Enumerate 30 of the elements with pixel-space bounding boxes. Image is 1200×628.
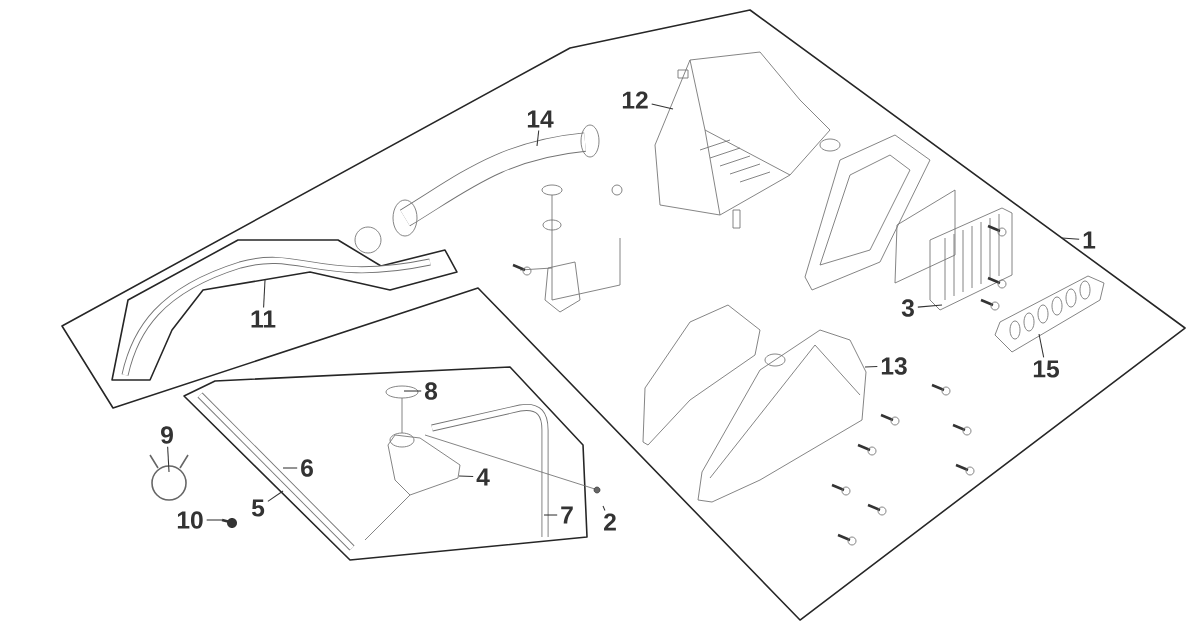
leader-line [917,304,943,308]
callout-number: 1 [1083,231,1096,249]
leader-line [651,103,674,110]
leader-line [282,467,298,469]
leader-line [403,390,422,392]
leader-line [536,129,540,147]
leader-line [1061,237,1080,240]
callout-number: 6 [301,459,313,477]
leader-line [263,279,266,309]
leader-line [206,519,223,521]
callout-number: 5 [251,499,265,517]
callout-number: 15 [1033,360,1059,378]
callout-number: 12 [622,91,648,109]
callout-number: 7 [561,506,573,524]
callout-number: 8 [424,382,438,400]
callout-number: 3 [901,299,914,317]
callout-number: 11 [251,310,276,328]
callout-number: 4 [476,468,490,486]
callout-number: 2 [604,513,616,531]
leader-line [602,505,606,511]
callout-number: 14 [527,110,554,128]
callout-number: 9 [161,426,173,444]
leader-line [543,514,558,516]
leader-line [1038,333,1045,358]
leader-line [458,475,474,478]
leader-line [167,446,170,473]
callout-number: 10 [177,511,203,529]
leader-line [864,366,878,368]
leader-line [267,490,284,502]
callout-number: 13 [881,357,907,375]
